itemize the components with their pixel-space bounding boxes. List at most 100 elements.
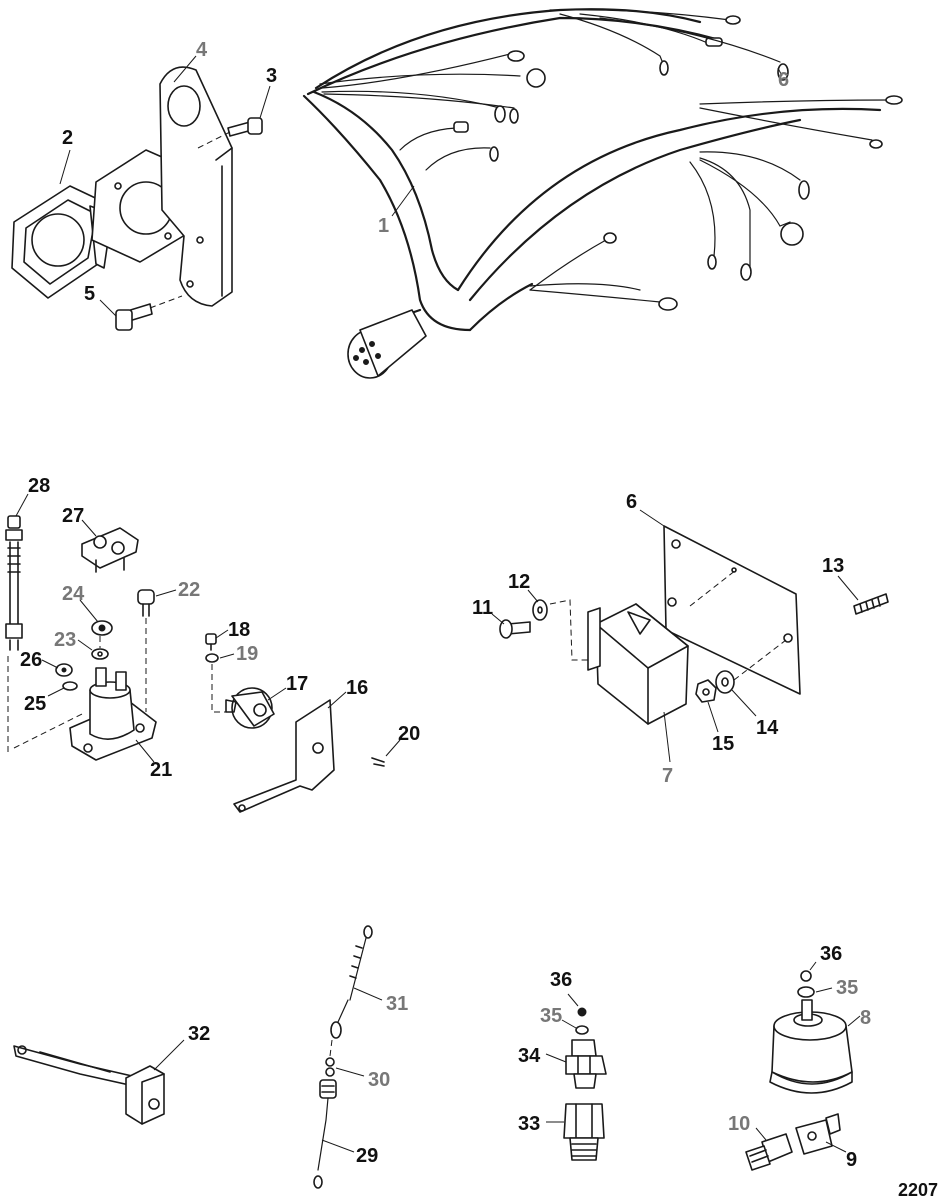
leader-22 [155,589,177,597]
leader-8 [847,1015,861,1027]
callout-22: 22 [178,579,200,601]
callout-17: 17 [286,673,308,695]
leader-23 [77,639,93,651]
control-module-7 [587,603,689,725]
leader-5 [99,299,117,317]
callout-29: 29 [356,1145,378,1167]
callout-14: 14 [756,717,779,739]
callout-19: 19 [236,643,258,665]
callout-25: 25 [24,693,46,715]
leader-21 [135,739,155,763]
callout-9: 9 [846,1149,857,1171]
callout-10: 10 [728,1113,750,1135]
leader-26 [41,659,59,669]
leader-2 [59,149,71,185]
nut-36-center [577,1007,587,1017]
callout-12: 12 [508,571,530,593]
leader-6b [639,509,665,527]
callout-13: 13 [822,555,844,577]
leader-3 [259,85,271,119]
leader-25 [47,687,65,697]
callout-4: 4 [196,39,208,61]
sender-wire-31 [330,925,373,1039]
leader-6a [777,67,783,77]
bracket-screw [197,117,263,149]
bracket-16 [233,699,335,813]
figure-number: 2207 [898,1180,938,1200]
callout-31: 31 [386,993,408,1015]
callout-2: 2 [62,127,73,149]
screw-22 [137,589,155,617]
mounting-bolt [115,295,183,331]
mounting-plate-6 [663,525,801,695]
callout-32: 32 [188,1023,210,1045]
washer-23 [91,648,109,660]
sender-10 [745,1133,793,1171]
leader-1 [391,185,415,217]
callout-6-harness: 6 [778,69,789,91]
callout-27: 27 [62,505,84,527]
leader-13 [837,575,859,601]
wiring-harness [302,8,903,379]
leader-35a [561,1019,577,1029]
stud-13 [853,593,889,615]
leader-12 [527,589,539,603]
callout-20: 20 [398,723,420,745]
callout-15: 15 [712,733,734,755]
leader-17 [267,687,287,701]
solenoid-21 [69,667,157,761]
callout-21: 21 [150,759,172,781]
leader-7 [663,711,671,763]
callout-8: 8 [860,1007,871,1029]
callout-28: 28 [28,475,50,497]
leader-31 [353,987,383,1001]
washer-14 [715,670,735,694]
leader-16 [327,691,347,709]
leader-14 [731,689,757,717]
leader-20 [385,739,401,757]
callout-23: 23 [54,629,76,651]
switch-17 [225,687,275,729]
callout-36-center: 36 [550,969,572,991]
leader-18 [215,629,229,639]
fitting-9 [795,1113,841,1155]
leader-19 [219,653,235,659]
callout-7: 7 [662,765,673,787]
leader-34 [545,1053,567,1063]
leader-27 [81,519,97,537]
callout-16: 16 [346,677,368,699]
leader-10 [755,1127,767,1141]
screw-18 [205,633,217,651]
callout-1: 1 [378,215,389,237]
leader-35b [815,987,833,993]
leader-24 [79,599,99,623]
callout-35-right: 35 [836,977,858,999]
sender-29 [313,1079,337,1189]
callout-18: 18 [228,619,250,641]
leader-4 [173,55,197,83]
callout-35-center: 35 [540,1005,562,1027]
leader-29 [321,1139,355,1153]
nut-26 [55,663,73,677]
callout-5: 5 [84,283,95,305]
screw-20 [371,757,385,767]
callout-6-plate: 6 [626,491,637,513]
leader-15 [707,701,719,733]
gauge-sender-8 [769,999,853,1094]
leader-30 [335,1067,365,1077]
adapter-33 [563,1103,605,1161]
callout-3: 3 [266,65,277,87]
nut-24 [91,620,113,636]
terminal-clamp-27 [81,527,139,573]
washer-35-right [797,986,815,998]
stud-28 [5,515,23,651]
leader-11 [491,613,505,625]
callout-11: 11 [472,597,493,619]
washer-25 [62,681,78,691]
washer-12 [532,599,548,621]
screw-11 [499,619,531,639]
nut-36-right [800,970,812,982]
leader-28 [15,493,29,517]
callout-24: 24 [62,583,85,605]
